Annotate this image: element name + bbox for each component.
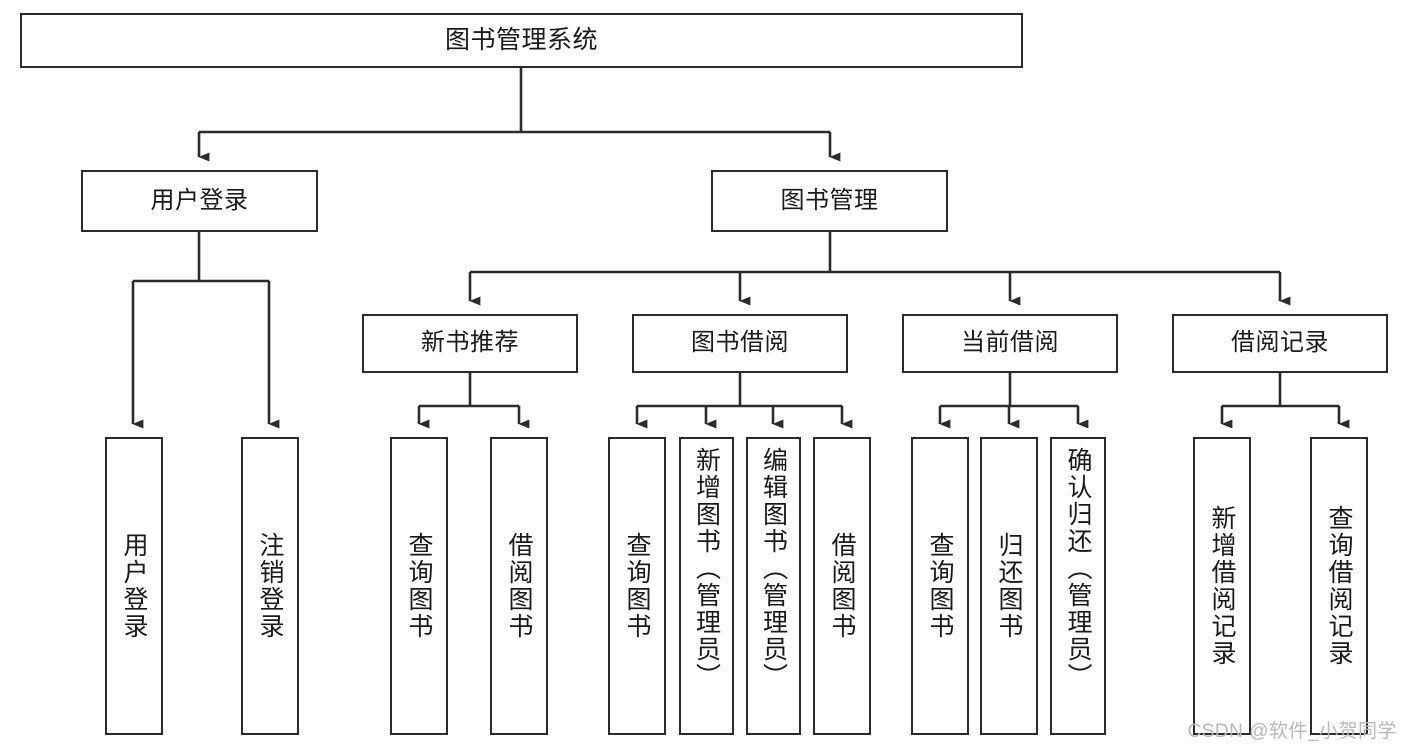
node-root-book-management-system[interactable]: 图书管理系统 (20, 13, 1023, 68)
node-leaf-add-book-label: 新增图书（管理员） (692, 447, 721, 690)
node-leaf-confirm-return-label: 确认归还（管理员） (1064, 447, 1092, 690)
node-borrowing-record-label: 借阅记录 (1231, 329, 1329, 357)
node-leaf-query-borrow-record[interactable]: 查询借阅记录 (1310, 437, 1368, 735)
node-book-borrowing[interactable]: 图书借阅 (632, 314, 848, 373)
node-new-book-recommendation-label: 新书推荐 (421, 329, 519, 357)
node-user-login[interactable]: 用户登录 (81, 170, 318, 232)
node-root-label: 图书管理系统 (444, 25, 598, 54)
node-leaf-query-book-1[interactable]: 查询图书 (390, 437, 448, 735)
node-leaf-borrow-book-1-label: 借阅图书 (505, 532, 533, 640)
node-book-borrowing-label: 图书借阅 (691, 329, 789, 357)
node-leaf-logout[interactable]: 注销登录 (241, 437, 299, 735)
node-leaf-edit-book-label: 编辑图书（管理员） (759, 447, 788, 690)
node-leaf-borrow-book-2[interactable]: 借阅图书 (813, 437, 871, 735)
node-leaf-borrow-book-2-label: 借阅图书 (828, 532, 856, 640)
node-user-login-label: 用户登录 (150, 186, 249, 214)
node-current-borrowing[interactable]: 当前借阅 (902, 314, 1118, 373)
node-leaf-edit-book[interactable]: 编辑图书（管理员） (746, 437, 801, 735)
node-leaf-user-login-label: 用户登录 (120, 532, 148, 640)
csdn-watermark: CSDN @软件_小贺同学 (1187, 721, 1397, 742)
node-leaf-add-borrow-record-label: 新增借阅记录 (1208, 505, 1236, 667)
node-book-management-label: 图书管理 (780, 186, 879, 214)
node-leaf-logout-label: 注销登录 (256, 532, 284, 640)
node-leaf-query-book-3[interactable]: 查询图书 (911, 437, 969, 735)
node-leaf-user-login[interactable]: 用户登录 (105, 437, 163, 735)
node-leaf-add-book[interactable]: 新增图书（管理员） (679, 437, 734, 735)
node-new-book-recommendation[interactable]: 新书推荐 (362, 314, 578, 373)
node-leaf-add-borrow-record[interactable]: 新增借阅记录 (1193, 437, 1251, 735)
node-leaf-query-book-1-label: 查询图书 (405, 532, 433, 640)
node-leaf-return-book-label: 归还图书 (995, 532, 1023, 640)
node-leaf-confirm-return[interactable]: 确认归还（管理员） (1050, 437, 1106, 735)
node-borrowing-record[interactable]: 借阅记录 (1172, 314, 1388, 373)
node-current-borrowing-label: 当前借阅 (961, 329, 1059, 357)
node-leaf-borrow-book-1[interactable]: 借阅图书 (490, 437, 548, 735)
node-leaf-query-book-3-label: 查询图书 (926, 532, 954, 640)
node-leaf-query-book-2-label: 查询图书 (623, 532, 651, 640)
node-book-management[interactable]: 图书管理 (711, 170, 948, 232)
node-leaf-query-book-2[interactable]: 查询图书 (608, 437, 666, 735)
node-leaf-return-book[interactable]: 归还图书 (980, 437, 1038, 735)
node-leaf-query-borrow-record-label: 查询借阅记录 (1325, 505, 1353, 667)
